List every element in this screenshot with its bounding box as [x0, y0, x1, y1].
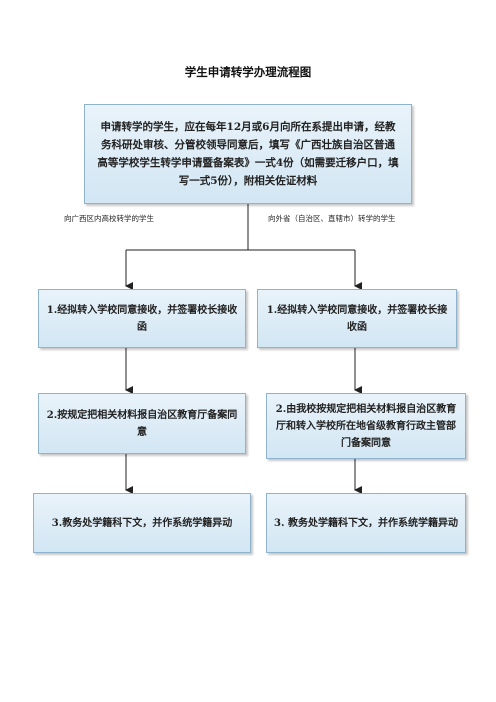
left-step-3-text: 3.教务处学籍科下文，并作系统学籍异动 — [51, 517, 233, 529]
right-step-3-text: 3. 教务处学籍科下文，并作系统学籍异动 — [274, 517, 458, 529]
right-branch-label: 向外省（自治区、直辖市）转学的学生 — [268, 214, 396, 223]
right-step-2-text: 2.由我校按规定把相关材料报自治区教育厅和转入学校所在地省级教育行政主管部门备案… — [275, 403, 457, 449]
start-box: 申请转学的学生，应在每年12月或6月向所在系提出申请，经教务科研处审核、分管校领… — [84, 104, 412, 204]
right-step-2-box: 2.由我校按规定把相关材料报自治区教育厅和转入学校所在地省级教育行政主管部门备案… — [266, 393, 466, 459]
page-title: 学生申请转学办理流程图 — [184, 65, 312, 79]
left-step-2-box: 2.按规定把相关材料报自治区教育厅备案同意 — [38, 393, 246, 454]
right-step-3-box: 3. 教务处学籍科下文，并作系统学籍异动 — [266, 493, 466, 553]
left-step-3-box: 3.教务处学籍科下文，并作系统学籍异动 — [33, 493, 251, 553]
right-step-1-text: 1.经拟转入学校同意接收，并签署校长接收函 — [266, 304, 448, 333]
left-branch-label: 向广西区内高校转学的学生 — [64, 214, 154, 223]
start-text: 申请转学的学生，应在每年12月或6月向所在系提出申请，经教务科研处审核、分管校领… — [97, 121, 399, 187]
left-step-1-box: 1.经拟转入学校同意接收，并签署校长接收函 — [38, 289, 246, 348]
left-step-1-text: 1.经拟转入学校同意接收，并签署校长接收函 — [46, 304, 238, 333]
left-step-2-text: 2.按规定把相关材料报自治区教育厅备案同意 — [46, 409, 238, 438]
right-step-1-box: 1.经拟转入学校同意接收，并签署校长接收函 — [257, 289, 457, 348]
